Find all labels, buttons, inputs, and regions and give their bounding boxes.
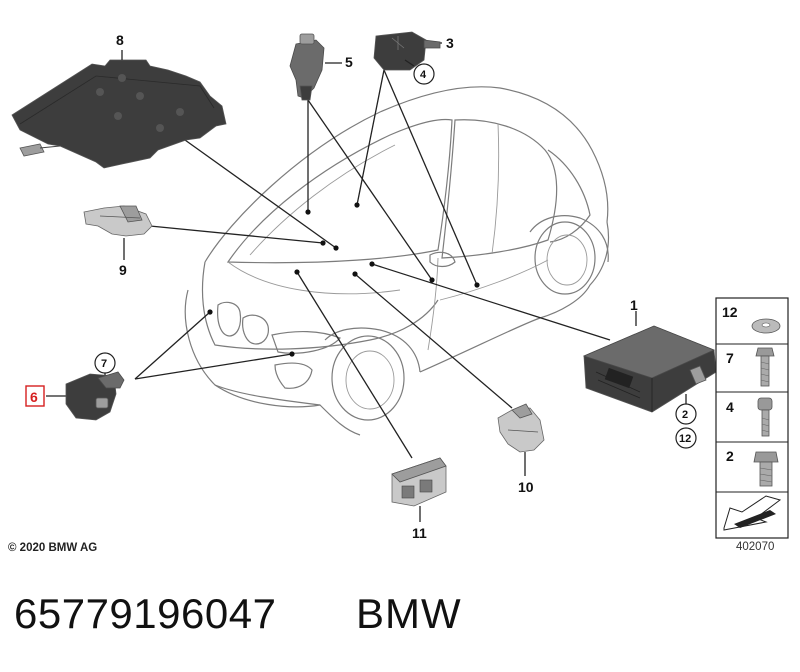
hex-bolt-icon (755, 347, 775, 387)
callout-6: 6 (30, 389, 38, 405)
callout-11: 11 (412, 525, 427, 541)
callout-1: 1 (630, 297, 638, 313)
highlight-box (25, 385, 45, 407)
part-9-sensor[interactable] (83, 205, 153, 237)
callout-8: 8 (116, 32, 124, 48)
part-11-cover[interactable] (391, 457, 447, 507)
legend-label-2: 2 (726, 448, 734, 464)
brand-name: BMW (356, 590, 462, 637)
part-8-sensor-mat[interactable] (11, 59, 227, 169)
legend-label-4: 4 (726, 399, 734, 415)
socket-bolt-icon (757, 397, 773, 437)
part-10-sensor[interactable] (497, 403, 545, 453)
diagram-reference: 402070 (736, 541, 775, 553)
part-5-sensor[interactable] (289, 33, 325, 101)
parts-diagram: 8 5 3 4 9 6 7 1 2 12 (11, 31, 789, 541)
copyright-notice: © 2020 BMW AG (8, 542, 98, 554)
target-dots (207, 202, 480, 357)
callout-7-circled: 7 (101, 358, 107, 370)
callout-10: 10 (518, 479, 534, 495)
part-number: 65779196047 (14, 590, 277, 637)
callout-4-circled: 4 (420, 69, 427, 81)
callout-3: 3 (446, 35, 454, 51)
part-6-crash-sensor[interactable] (65, 371, 125, 421)
torx-bolt-icon (753, 451, 779, 487)
callout-12-circled: 12 (679, 433, 691, 445)
car-outline (184, 86, 610, 436)
part-1-control-unit[interactable] (582, 325, 717, 413)
arrow-symbol-icon (723, 495, 782, 531)
callout-2-circled: 2 (682, 409, 688, 421)
callout-5: 5 (345, 54, 353, 70)
legend-label-7: 7 (726, 350, 734, 366)
washer-icon (751, 318, 781, 334)
callout-9: 9 (119, 262, 127, 278)
part-3-sensor[interactable] (373, 31, 441, 71)
fasteners-legend: 12 7 4 2 (715, 297, 789, 539)
legend-label-12: 12 (722, 304, 738, 320)
